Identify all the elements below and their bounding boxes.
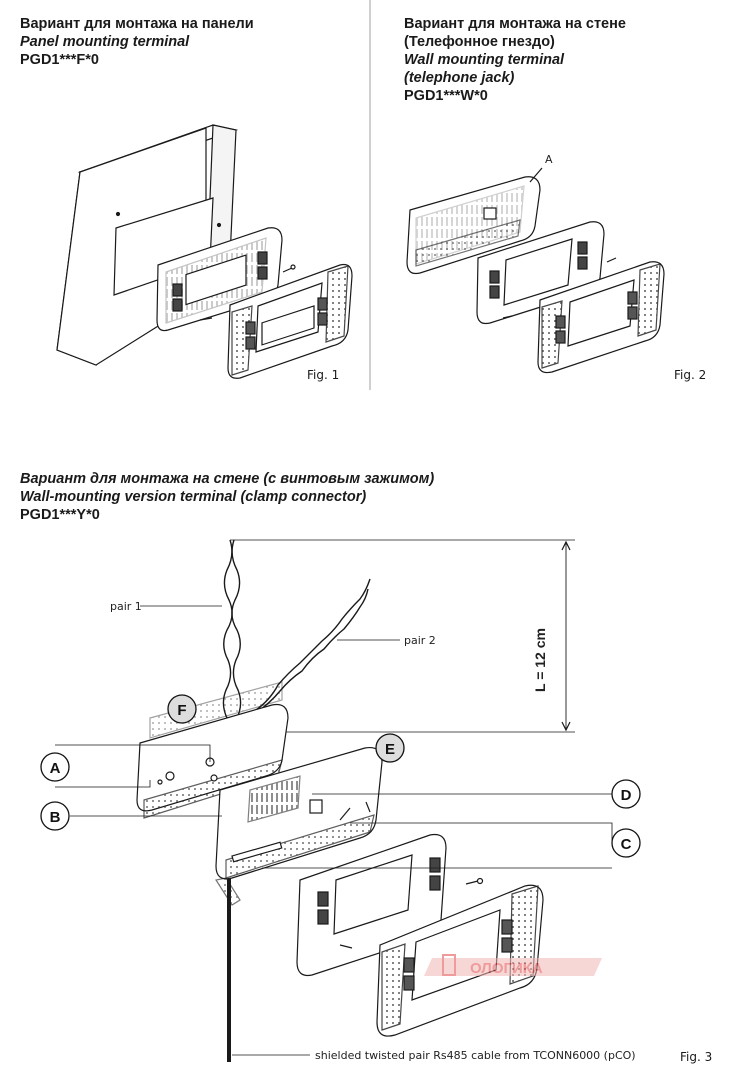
fig2-title-en-1: Wall mounting terminal — [404, 52, 565, 68]
fig1-title-ru: Вариант для монтажа на панели — [20, 16, 254, 32]
fig3-caption: Fig. 3 — [680, 1050, 713, 1064]
cable-label: shielded twisted pair Rs485 cable from T… — [315, 1049, 636, 1062]
svg-text:B: B — [50, 809, 61, 826]
watermark: ОЛОГИКА — [424, 954, 602, 977]
marker-e: E — [375, 733, 405, 763]
marker-f: F — [167, 694, 197, 724]
pair2-wire — [235, 578, 371, 731]
fig1-caption: Fig. 1 — [307, 368, 340, 382]
fig3-model-code: PGD1***Y*0 — [20, 507, 100, 523]
marker-d: D — [611, 779, 641, 809]
svg-text:E: E — [385, 741, 395, 758]
fig2-title-en-2: (telephone jack) — [404, 70, 515, 86]
svg-text:A: A — [50, 760, 61, 777]
fig2-model-code: PGD1***W*0 — [404, 88, 488, 104]
pair1-label: pair 1 — [110, 600, 142, 613]
pair2-label: pair 2 — [404, 634, 436, 647]
length-label: L = 12 cm — [532, 628, 548, 692]
fig3-title-ru: Вариант для монтажа на стене (с винтовым… — [20, 471, 435, 487]
fig1-model-code: PGD1***F*0 — [20, 52, 99, 68]
fig3-drawing — [55, 539, 613, 1062]
fig2-caption: Fig. 2 — [674, 368, 707, 382]
fig2-heading: Вариант для монтажа на стене (Телефонное… — [404, 15, 626, 105]
marker-b: B — [40, 801, 70, 831]
svg-text:C: C — [621, 836, 632, 853]
fig1-drawing — [56, 124, 353, 379]
svg-text:F: F — [177, 702, 186, 719]
fig3-title-en: Wall-mounting version terminal (clamp co… — [20, 489, 367, 505]
fig2-drawing — [406, 167, 665, 374]
svg-text:D: D — [621, 787, 632, 804]
fig3-heading: Вариант для монтажа на стене (с винтовым… — [20, 470, 434, 524]
fig1-title-en: Panel mounting terminal — [20, 34, 190, 50]
fig2-label-a: A — [545, 153, 553, 166]
marker-c: C — [611, 828, 641, 858]
marker-a: A — [40, 752, 70, 782]
fig1-heading: Вариант для монтажа на панели Panel moun… — [20, 15, 254, 69]
fig2-title-ru-1: Вариант для монтажа на стене — [404, 16, 626, 32]
fig2-title-ru-2: (Телефонное гнездо) — [404, 34, 555, 50]
watermark-text: ОЛОГИКА — [470, 960, 543, 977]
